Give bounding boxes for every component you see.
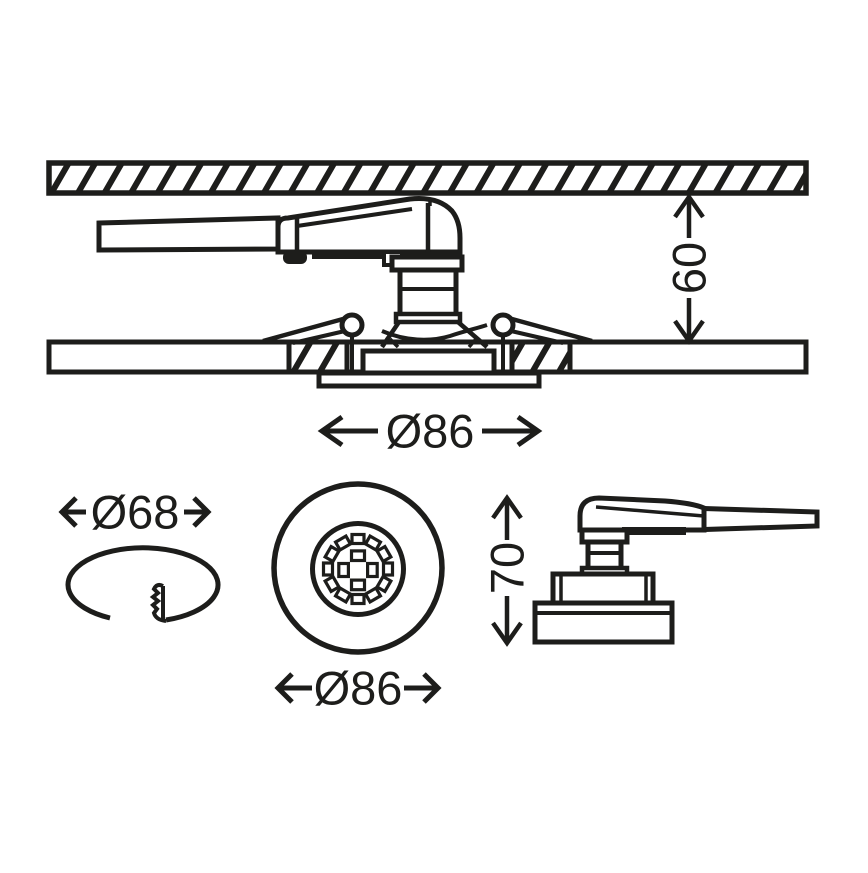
dimension-60-label: 60	[663, 242, 716, 294]
dimension-recess-depth: 60	[663, 193, 716, 345]
led-center-cross	[337, 549, 379, 592]
spring-clip-right	[490, 312, 593, 345]
dimension-trim-diameter: Ø86	[317, 405, 543, 458]
cut-edge-mark	[149, 583, 167, 623]
dimension-68-label: Ø68	[91, 486, 180, 539]
ceiling-structure-hatched	[46, 160, 809, 196]
dimension-cutout-diameter: Ø68	[58, 486, 212, 539]
side-cable	[701, 505, 820, 533]
installation-section-view: 60 Ø86	[46, 160, 809, 458]
led-module-ring	[310, 521, 406, 617]
side-driver-housing	[577, 495, 707, 535]
dimension-height: 70	[481, 494, 534, 647]
led-ring	[321, 532, 395, 606]
side-trim-base	[532, 600, 675, 645]
trim-ring	[316, 370, 542, 389]
dimension-70-label: 70	[481, 542, 534, 594]
reflector-cone	[380, 320, 489, 349]
side-socket-neck	[579, 527, 630, 578]
dimension-86-front-label: Ø86	[314, 662, 403, 715]
front-view: Ø86	[271, 481, 445, 715]
spring-clip-left	[262, 312, 365, 345]
cutout-ellipse	[65, 545, 221, 623]
panel-cut-hatch-left	[286, 339, 350, 375]
lamp-socket-neck	[389, 254, 465, 325]
housing-foot	[283, 251, 307, 264]
supply-cable	[96, 215, 281, 253]
dimension-86-top-label: Ø86	[386, 405, 475, 458]
trim-face-circle	[271, 481, 445, 655]
panel-cut-hatch-right	[509, 339, 573, 375]
cutout-hole-view: Ø68	[58, 486, 221, 623]
side-housing-body	[550, 571, 656, 607]
side-view: 70	[481, 494, 820, 647]
dimension-front-diameter: Ø86	[274, 662, 442, 715]
